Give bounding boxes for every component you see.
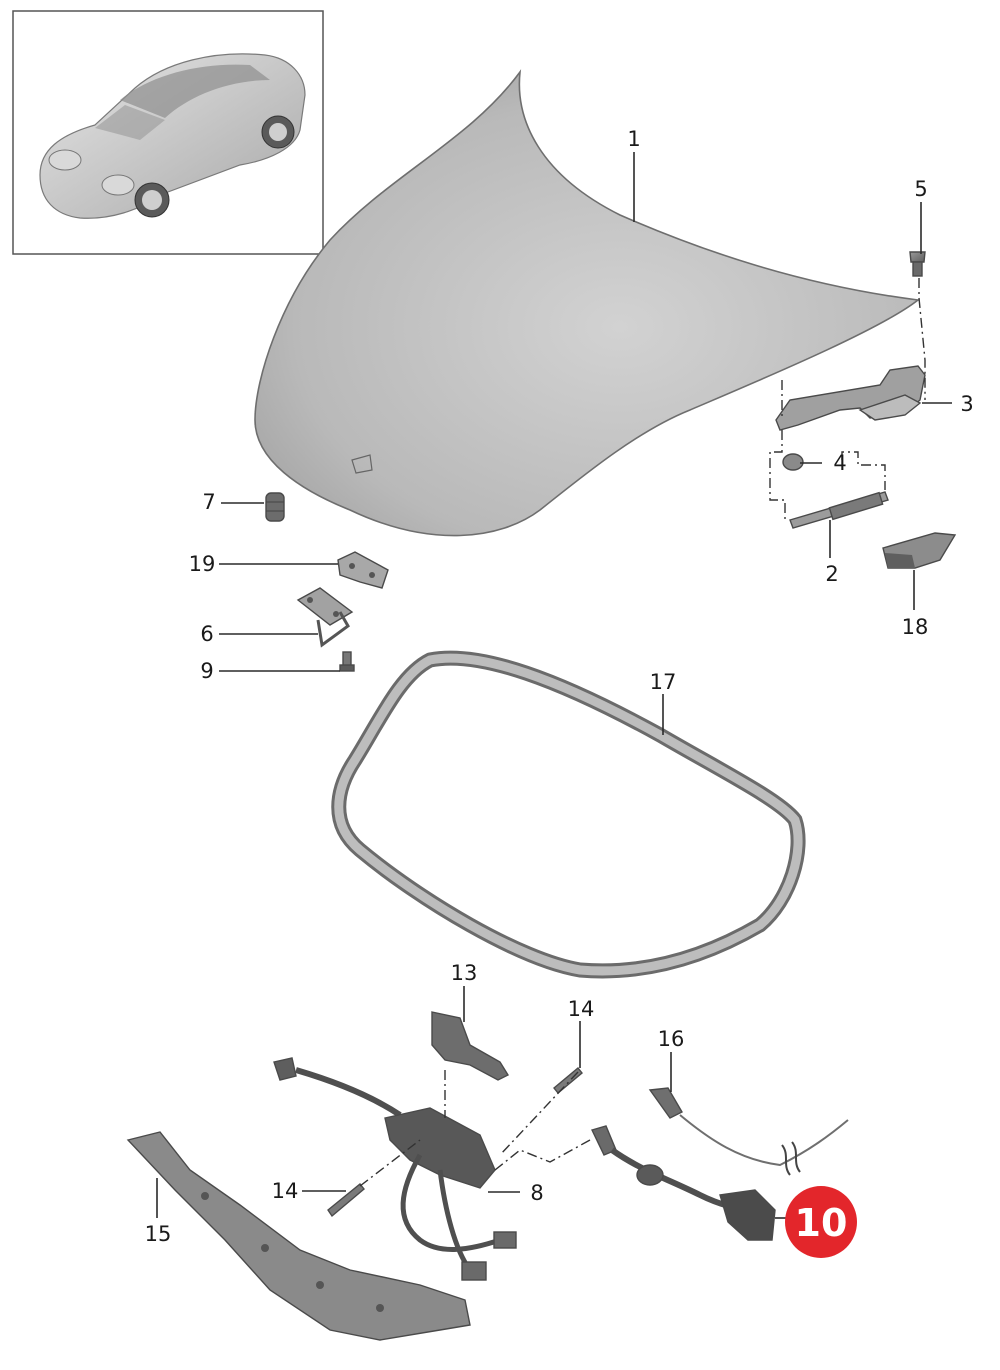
cable-part-16[interactable] [648, 1087, 849, 1176]
bolt-part-14-upper[interactable] [553, 1067, 583, 1094]
buffer-part-7[interactable] [265, 492, 285, 522]
bracket-part-18[interactable] [882, 532, 957, 569]
highlight-badge-10[interactable]: 10 [785, 1186, 857, 1258]
screw-part-5[interactable] [909, 251, 926, 277]
bolt-part-14-lower[interactable] [327, 1183, 365, 1218]
hinge-part-3[interactable] [775, 365, 926, 431]
label-7: 7 [202, 490, 215, 514]
label-5: 5 [914, 177, 927, 201]
label-3: 3 [960, 392, 973, 416]
label-14-upper: 14 [568, 997, 595, 1021]
nut-part-4[interactable] [782, 453, 804, 471]
label-15: 15 [145, 1222, 172, 1246]
vehicle-thumbnail[interactable] [12, 10, 324, 255]
assembly-guide-lines [359, 278, 926, 1187]
gas-strut-part-2[interactable] [789, 491, 889, 529]
striker-part-6[interactable] [296, 587, 354, 648]
label-6: 6 [200, 622, 213, 646]
label-17: 17 [650, 670, 677, 694]
badge-number: 10 [795, 1201, 848, 1245]
lock-part-8[interactable] [273, 1057, 517, 1281]
seal-part-17[interactable] [331, 650, 806, 979]
label-13: 13 [451, 961, 478, 985]
label-1: 1 [627, 127, 640, 151]
release-switch-part-10[interactable] [591, 1125, 776, 1241]
part-number-labels: 1 5 3 4 2 18 7 19 6 9 17 13 14 16 14 8 1… [145, 127, 974, 1246]
label-2: 2 [825, 562, 838, 586]
label-16: 16 [658, 1027, 685, 1051]
latch-bracket-part-19[interactable] [337, 551, 389, 589]
leader-lines [156, 152, 952, 1219]
label-18: 18 [902, 615, 929, 639]
label-4: 4 [833, 451, 846, 475]
bolt-part-9[interactable] [339, 651, 355, 672]
label-19: 19 [189, 552, 216, 576]
cross-member-part-15[interactable] [126, 1131, 471, 1341]
label-9: 9 [200, 659, 213, 683]
badge-circle [785, 1186, 857, 1258]
actuator-part-13[interactable] [431, 1011, 509, 1081]
front-hood-part[interactable] [254, 69, 920, 537]
label-14-lower: 14 [272, 1179, 299, 1203]
car-illustration [39, 53, 306, 219]
label-8: 8 [530, 1181, 543, 1205]
